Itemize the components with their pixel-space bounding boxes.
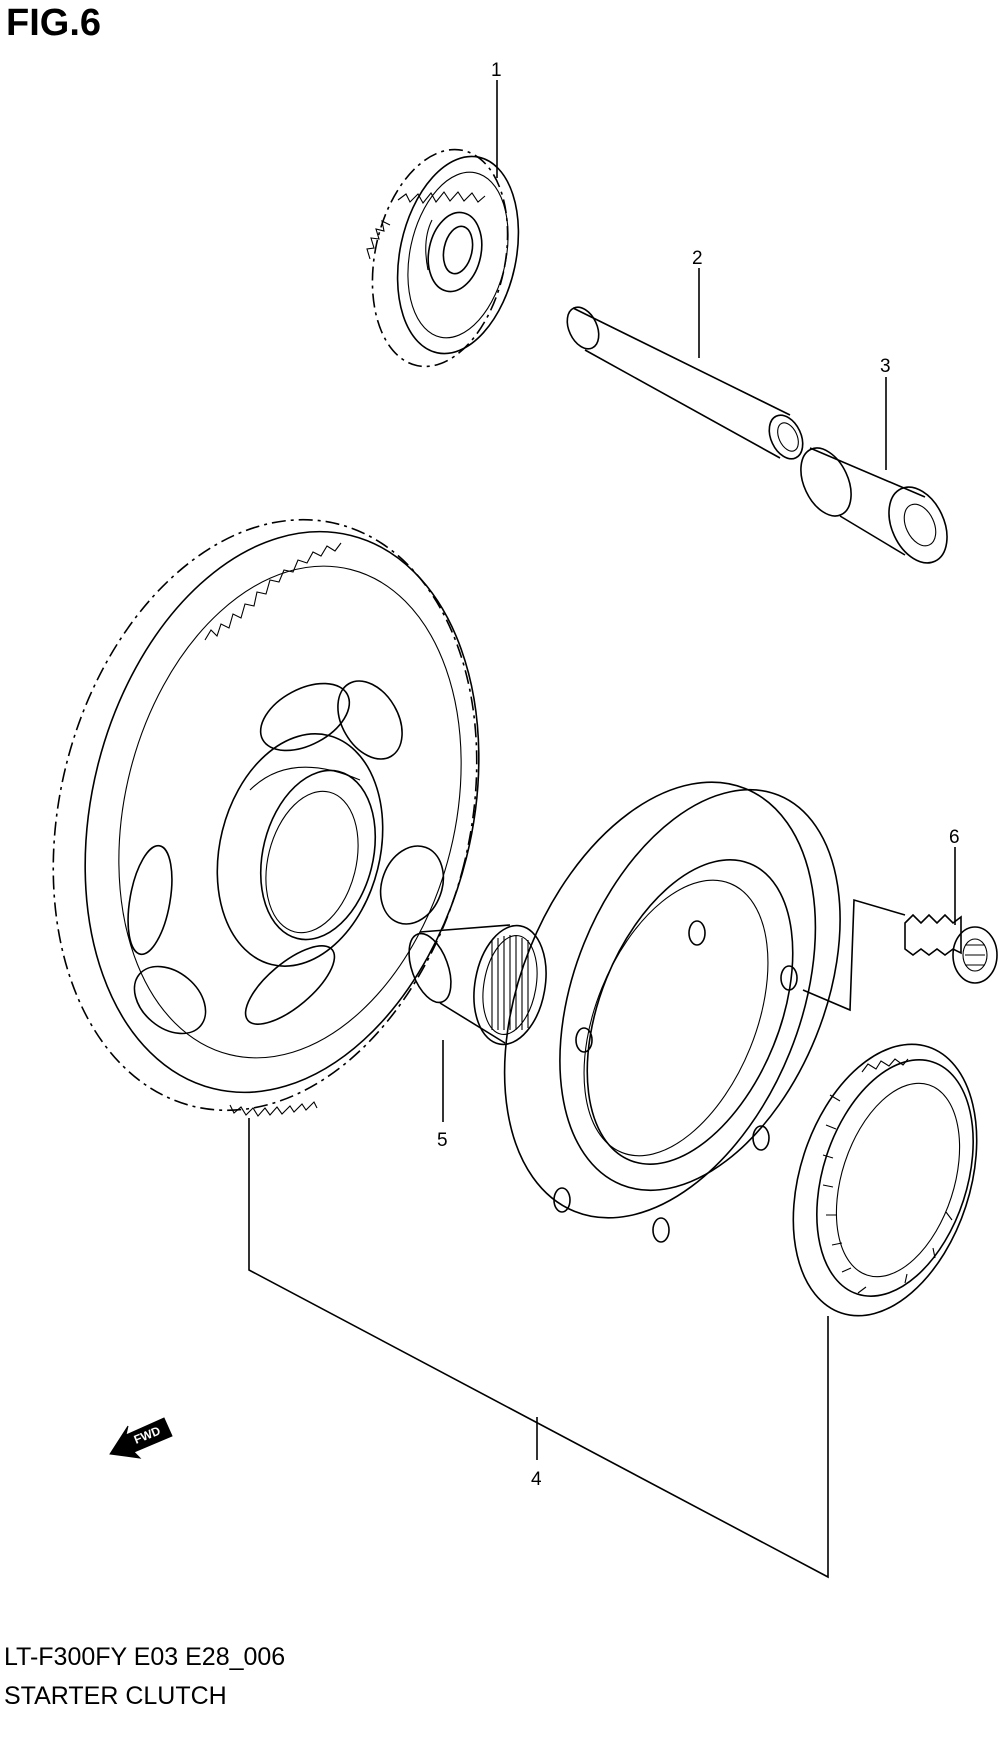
callout-2: 2	[692, 248, 703, 269]
model-line: LT-F300FY E03 E28_006	[4, 1643, 286, 1671]
part-4-starter-clutch-gear	[52, 518, 829, 1579]
callout-1: 1	[491, 60, 502, 81]
clutch-housing	[503, 781, 906, 1243]
part-2-shaft	[566, 268, 804, 460]
one-way-clutch	[792, 1043, 978, 1317]
callout-4: 4	[531, 1469, 542, 1490]
part-5-needle-bearing	[408, 924, 547, 1122]
section-name: STARTER CLUTCH	[4, 1682, 227, 1710]
part-6-bolt	[904, 847, 998, 984]
figure-title: FIG.6	[6, 2, 102, 44]
callout-6: 6	[949, 827, 960, 848]
fwd-arrow-icon: FWD	[109, 1417, 173, 1459]
callout-3: 3	[880, 356, 891, 377]
part-3-bushing	[800, 377, 948, 564]
callout-5: 5	[437, 1130, 448, 1151]
part-1-idle-gear	[366, 80, 520, 368]
